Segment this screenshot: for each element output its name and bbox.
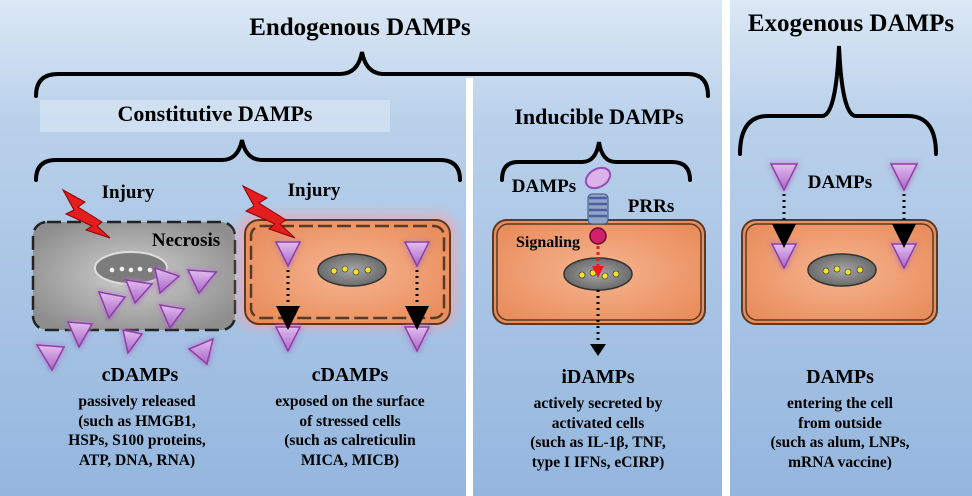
description-line: type I IFNs, eCIRP) — [531, 453, 665, 471]
description-line: (such as IL-1β, TNF, — [530, 434, 666, 451]
idamps-caption: iDAMPs — [561, 366, 635, 388]
triangle-damp-icon — [274, 241, 302, 268]
cell-membrane — [745, 223, 934, 321]
triangle-damp-icon — [769, 163, 799, 192]
necrosis-panel — [31, 188, 237, 372]
constitutive-brace — [34, 139, 462, 182]
triangle-damp-icon — [187, 337, 215, 366]
triangle-damp-icon — [97, 291, 127, 320]
cdamps-caption: cDAMPs — [101, 364, 179, 386]
released-damps — [35, 266, 218, 372]
endogenous-brace — [34, 51, 710, 98]
inducible-panel — [492, 166, 706, 356]
triangle-damp-icon — [403, 241, 431, 268]
description-line: (such as HMGB1, — [78, 412, 196, 430]
inducible-description: actively secreted by activated cells (su… — [486, 394, 710, 472]
nucleus-icon — [807, 253, 877, 287]
triangle-damp-icon — [154, 266, 181, 295]
translocation-arrows — [276, 270, 429, 330]
exogenous-description: entering the cell from outside (such as … — [734, 394, 946, 472]
triangle-damp-icon — [889, 163, 919, 192]
nucleus-icon — [317, 253, 387, 287]
damps-label: DAMPs — [511, 176, 577, 197]
description-line: actively secreted by — [533, 395, 663, 412]
lightning-bolt-icon — [241, 184, 296, 239]
endogenous-title: Endogenous DAMPs — [249, 14, 471, 41]
description-line: HSPs, S100 proteins, — [68, 432, 206, 449]
description-line: entering the cell — [787, 395, 893, 412]
prrs-label: PRRs — [627, 196, 675, 217]
triangle-damp-icon — [124, 279, 154, 305]
description-line: ATP, DNA, RNA) — [78, 451, 196, 469]
description-line: (such as alum, LNPs, — [770, 434, 910, 451]
entry-arrows — [772, 194, 916, 248]
signal-arrow — [592, 266, 604, 278]
lightning-bolt-icon — [61, 188, 111, 239]
nucleus-dots — [330, 265, 372, 276]
exogenous-title: Exogenous DAMPs — [747, 10, 955, 37]
description-line: from outside — [798, 414, 882, 432]
constitutive-title: Constitutive DAMPs — [117, 101, 313, 126]
injury-label: Injury — [287, 180, 341, 201]
damp-ligand-icon — [584, 166, 612, 190]
divider-line — [466, 78, 473, 496]
description-line: activated cells — [551, 414, 645, 432]
cell-membrane — [249, 224, 446, 320]
cdamps-caption: cDAMPs — [311, 364, 389, 386]
necrosis-description: passively released (such as HMGB1, HSPs,… — [32, 392, 242, 470]
stressed-description: exposed on the surface of stressed cells… — [240, 392, 460, 470]
braces — [34, 45, 938, 182]
inducible-title: Inducible DAMPs — [514, 104, 684, 129]
description-line: mRNA vaccine) — [788, 453, 892, 471]
exogenous-damps — [769, 163, 919, 270]
damps-caption: DAMPs — [806, 366, 874, 388]
nucleus-dots — [822, 265, 864, 276]
description-line: (such as calreticulin — [284, 432, 416, 449]
exogenous-panel — [741, 163, 938, 325]
triangle-damp-icon — [66, 321, 94, 349]
injury-label: Injury — [101, 182, 155, 203]
nucleus-dots — [109, 266, 153, 273]
description-line: passively released — [78, 393, 196, 410]
triangle-damp-icon — [186, 269, 218, 295]
nucleus-dots — [578, 269, 620, 280]
description-line: of stressed cells — [299, 412, 401, 430]
inducible-brace — [500, 141, 692, 182]
divider-line — [722, 0, 730, 496]
signaling-label: Signaling — [515, 234, 581, 251]
triangle-damp-icon — [35, 344, 66, 372]
stressed-panel — [238, 184, 456, 353]
receptor-icon — [587, 193, 609, 245]
secretion-arrowhead — [590, 344, 606, 356]
description-line: MICA, MICB) — [300, 451, 400, 469]
description-line: exposed on the surface — [275, 393, 425, 410]
damps-label: DAMPs — [807, 172, 873, 193]
subtitle-band — [40, 100, 390, 132]
necrosis-label: Necrosis — [151, 230, 221, 251]
triangle-damp-icon — [122, 329, 144, 355]
exogenous-brace — [738, 45, 938, 156]
triangle-damp-icon — [158, 304, 186, 330]
